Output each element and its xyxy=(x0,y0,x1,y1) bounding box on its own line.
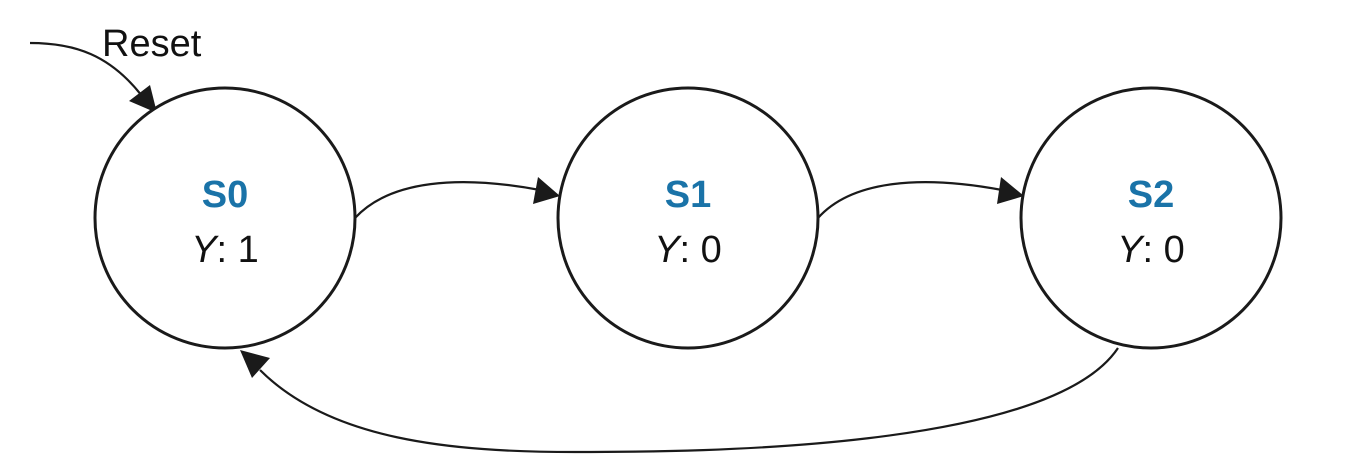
state-s0-output-sep: : xyxy=(217,229,238,271)
state-s0-circle xyxy=(93,86,357,350)
reset-arrowhead xyxy=(129,85,157,113)
transition-s2-s0 xyxy=(240,347,1119,454)
transition-s1-s2 xyxy=(817,177,1024,219)
transition-s0-s1-line xyxy=(354,181,541,219)
state-s0: S0 Y: 1 xyxy=(93,86,357,350)
state-s2-output-sep: : xyxy=(1143,229,1164,271)
state-s1-output: Y: 0 xyxy=(654,229,722,271)
state-s1-output-var: Y xyxy=(654,229,682,271)
state-s0-output-value: 1 xyxy=(238,229,259,271)
reset-arrow-line xyxy=(29,41,143,97)
reset-arrow xyxy=(29,41,157,113)
reset-label: Reset xyxy=(102,23,202,65)
state-s2-output: Y: 0 xyxy=(1117,229,1185,271)
state-s0-output: Y: 1 xyxy=(191,229,259,271)
transition-s1-s2-arrowhead xyxy=(997,177,1024,204)
state-s2-output-var: Y xyxy=(1117,229,1145,271)
state-s1-circle xyxy=(556,86,820,350)
transition-s0-s1 xyxy=(354,177,560,219)
state-s0-output-var: Y xyxy=(191,229,219,271)
state-s2-circle xyxy=(1019,86,1283,350)
transition-s1-s2-line xyxy=(817,181,1003,219)
transition-s2-s0-line xyxy=(259,347,1119,454)
state-s2: S2 Y: 0 xyxy=(1019,86,1283,350)
transition-s0-s1-arrowhead xyxy=(533,177,560,204)
state-s0-name: S0 xyxy=(202,174,248,216)
state-s1-name: S1 xyxy=(665,174,711,216)
state-s2-name: S2 xyxy=(1128,174,1174,216)
state-s1-output-value: 0 xyxy=(701,229,722,271)
state-s2-output-value: 0 xyxy=(1164,229,1185,271)
state-s1-output-sep: : xyxy=(680,229,701,271)
state-s1: S1 Y: 0 xyxy=(556,86,820,350)
transition-s2-s0-arrowhead xyxy=(240,350,270,378)
